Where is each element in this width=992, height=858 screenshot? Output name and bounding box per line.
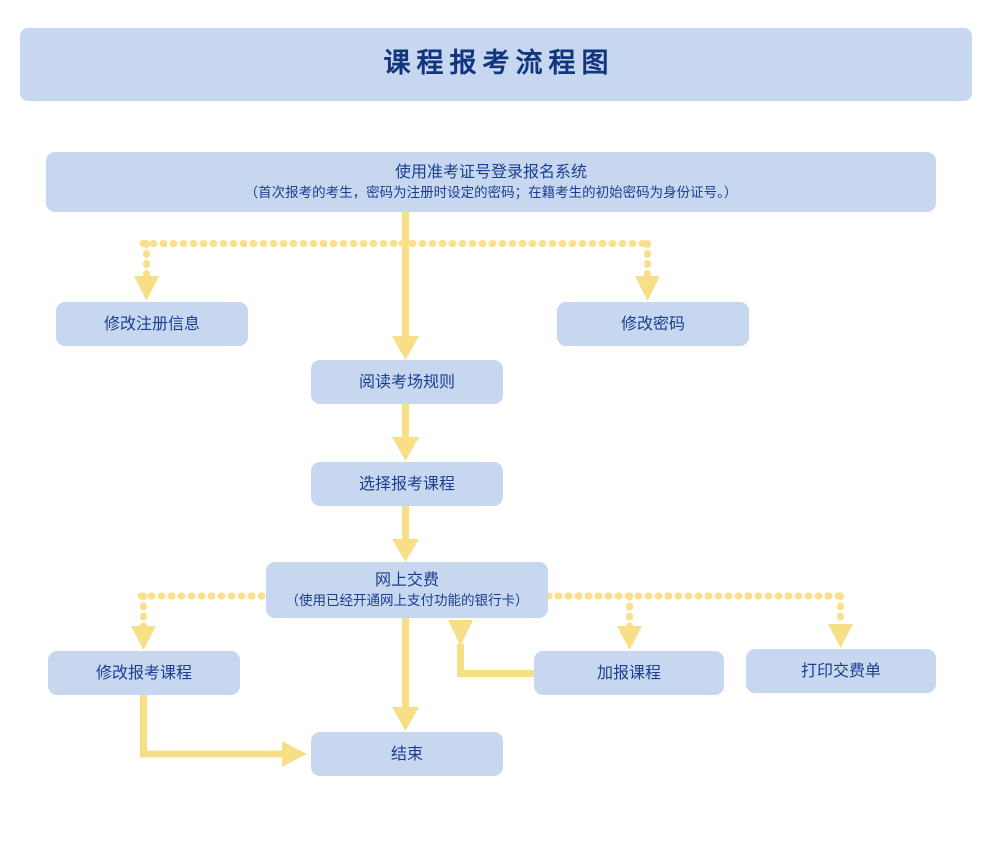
node-login[interactable]: 使用准考证号登录报名系统 （首次报考的考生，密码为注册时设定的密码；在籍考生的初… — [46, 152, 936, 212]
node-select-course-label: 选择报考课程 — [358, 474, 455, 494]
chart-title-banner: 课程报考流程图 — [20, 28, 972, 101]
edge-login-to-read-rules — [392, 212, 419, 360]
node-login-sublabel: （首次报考的考生，密码为注册时设定的密码；在籍考生的初始密码为身份证号。） — [244, 185, 738, 202]
node-online-payment-label: 网上交费 — [374, 570, 439, 590]
node-print-receipt[interactable]: 打印交费单 — [746, 649, 936, 693]
node-edit-password-label: 修改密码 — [620, 314, 685, 334]
node-end-label: 结束 — [390, 744, 423, 764]
edge-add-course-to-online-payment — [448, 620, 534, 677]
node-online-payment[interactable]: 网上交费 （使用已经开通网上支付功能的银行卡） — [266, 562, 548, 618]
edge-read-rules-to-select-course — [392, 404, 419, 461]
node-edit-course[interactable]: 修改报考课程 — [48, 651, 240, 695]
node-online-payment-sublabel: （使用已经开通网上支付功能的银行卡） — [285, 593, 529, 610]
node-add-course[interactable]: 加报课程 — [534, 651, 724, 695]
edge-select-course-to-online-payment — [392, 506, 419, 562]
page-title: 课程报考流程图 — [383, 48, 615, 80]
node-login-label: 使用准考证号登录报名系统 — [394, 162, 587, 182]
node-end[interactable]: 结束 — [311, 732, 503, 776]
edge-edit-course-to-end — [140, 695, 307, 767]
edge-online-payment-to-end — [392, 618, 419, 731]
node-edit-registration[interactable]: 修改注册信息 — [56, 302, 248, 346]
node-edit-registration-label: 修改注册信息 — [103, 314, 200, 334]
node-edit-course-label: 修改报考课程 — [95, 663, 192, 683]
edge-online-payment-to-print-receipt — [544, 592, 853, 648]
node-read-rules-label: 阅读考场规则 — [358, 372, 455, 392]
node-select-course[interactable]: 选择报考课程 — [311, 462, 503, 506]
edge-login-to-edit-password — [398, 240, 660, 301]
edge-online-payment-to-edit-course — [131, 592, 270, 650]
node-print-receipt-label: 打印交费单 — [800, 661, 881, 681]
edge-login-to-edit-registration — [134, 240, 413, 301]
node-edit-password[interactable]: 修改密码 — [557, 302, 749, 346]
node-add-course-label: 加报课程 — [596, 663, 661, 683]
edge-online-payment-to-add-course — [544, 592, 642, 650]
node-read-rules[interactable]: 阅读考场规则 — [311, 360, 503, 404]
